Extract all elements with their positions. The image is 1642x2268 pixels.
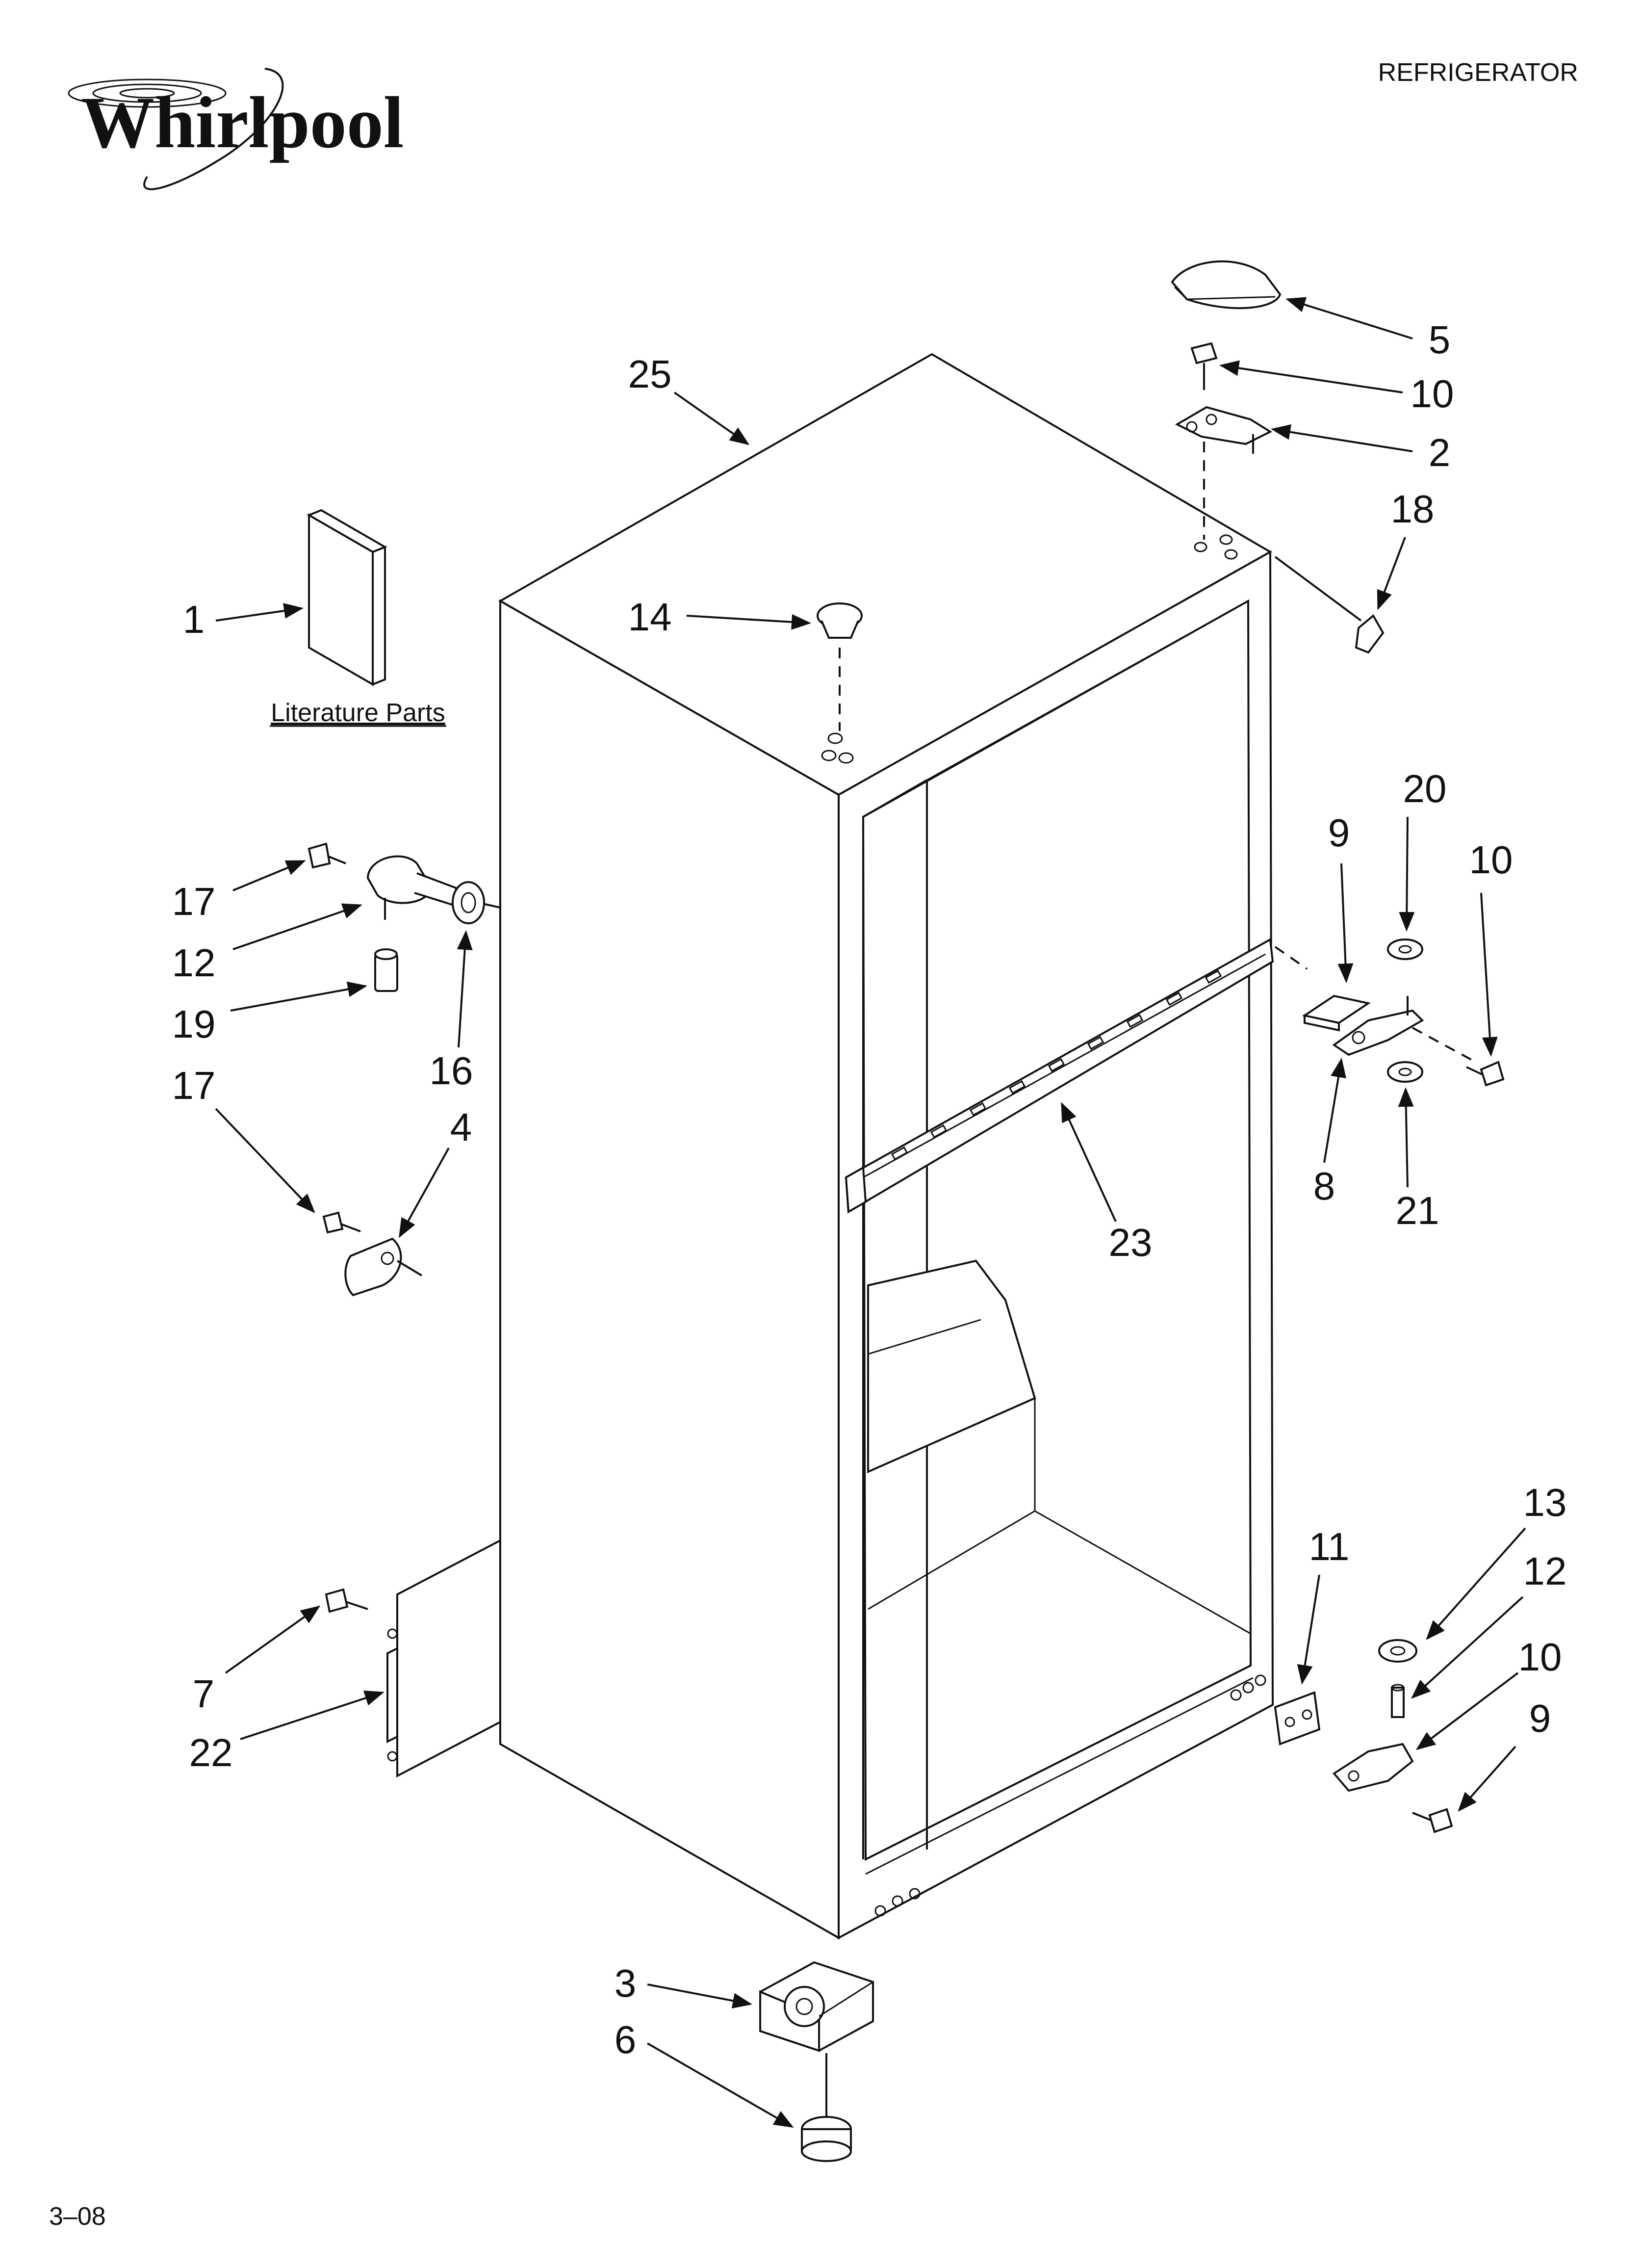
leader-11 xyxy=(1415,1672,1519,1750)
roller-assembly-3 xyxy=(759,1961,874,2052)
bushing-17 xyxy=(452,881,485,924)
callout-26: 25 xyxy=(628,352,672,396)
leader-20 xyxy=(1377,537,1406,610)
callout-10-top: 10 xyxy=(1411,372,1454,416)
leader-10-top xyxy=(1219,360,1403,393)
spacer-21 xyxy=(374,948,398,992)
leader-15 xyxy=(1426,1527,1526,1640)
callout-20: 18 xyxy=(1391,487,1435,531)
callout-8: 8 xyxy=(1313,1164,1335,1208)
shim-leader xyxy=(1274,556,1362,622)
callout-9-bottom: 9 xyxy=(1529,1696,1551,1740)
leader-19 xyxy=(232,860,306,891)
door-stop-screw-19 xyxy=(308,842,346,869)
top-hinge-cover xyxy=(1171,260,1282,310)
brand-name: Whirlpool xyxy=(81,82,404,163)
revision-code: 3–08 xyxy=(49,2202,106,2231)
leader-17 xyxy=(457,930,473,1048)
callout-5: 5 xyxy=(1429,318,1451,362)
callout-3: 3 xyxy=(615,1961,637,2005)
center-hinge-8 xyxy=(1332,996,1424,1056)
hinge-pin-bracket-14 xyxy=(366,855,458,920)
callout-12: 12 xyxy=(1523,1549,1567,1593)
shim-13 xyxy=(1274,1691,1321,1746)
leader-2 xyxy=(1271,424,1413,452)
leader-7 xyxy=(225,1605,321,1674)
washer-22 xyxy=(1387,938,1423,960)
leader-24 xyxy=(240,1691,385,1740)
leader-9-middle xyxy=(1337,863,1354,983)
literature-booklet xyxy=(307,509,387,686)
leader-1 xyxy=(215,603,304,622)
screw-7 xyxy=(325,1588,368,1613)
literature-parts-caption: Literature Parts xyxy=(271,699,445,727)
hinge-shim xyxy=(1355,614,1385,654)
callout-labels: 25 1 14 5 10 2 18 17 12 19 16 17 4 9 20 … xyxy=(172,318,1567,2061)
callout-17: 16 xyxy=(430,1049,473,1093)
leader-arrows xyxy=(215,297,1526,2128)
bottom-hinge-screw-9 xyxy=(1412,1808,1453,1833)
leader-3 xyxy=(647,1983,752,2008)
callout-13: 11 xyxy=(1308,1525,1349,1568)
leveling-leg-6 xyxy=(801,2053,852,2162)
callout-16: 14 xyxy=(628,595,672,639)
callout-6: 6 xyxy=(615,2018,637,2061)
leader-22 xyxy=(1399,816,1415,932)
leader-26 xyxy=(673,391,750,445)
top-plug xyxy=(817,602,863,639)
screw-18 xyxy=(322,1211,361,1234)
callout-19: 17 xyxy=(172,880,216,923)
clamp-4 xyxy=(344,1237,402,1297)
leader-5 xyxy=(1285,297,1413,339)
clamp-lead-line xyxy=(396,1260,423,1277)
top-hinge-screw xyxy=(1190,342,1218,390)
callout-2: 2 xyxy=(1429,431,1451,474)
callout-25: 23 xyxy=(1109,1221,1153,1264)
callout-21: 19 xyxy=(172,1002,216,1046)
center-hinge-screw-10 xyxy=(1466,1061,1505,1087)
callout-7: 7 xyxy=(193,1672,215,1716)
leader-8 xyxy=(1323,1058,1346,1163)
callout-15: 13 xyxy=(1523,1481,1567,1524)
whirlpool-logo: Whirlpool xyxy=(68,68,404,190)
refrigerator-cabinet xyxy=(498,353,1274,1940)
leader-25 xyxy=(1061,1102,1117,1222)
leader-10-middle xyxy=(1480,892,1498,1057)
washer-15 xyxy=(1378,1639,1417,1663)
center-divider-rail xyxy=(845,938,1274,1214)
callout-10-middle: 10 xyxy=(1469,838,1513,882)
leader-16 xyxy=(686,614,811,630)
hinge-pin-12 xyxy=(1391,1684,1405,1718)
leader-12 xyxy=(1411,1596,1524,1699)
callout-18: 17 xyxy=(172,1064,216,1107)
bottom-hinge-11 xyxy=(1332,1743,1414,1792)
leader-23 xyxy=(1398,1087,1414,1188)
washer-23 xyxy=(1387,1061,1423,1083)
appliance-type-title: REFRIGERATOR xyxy=(1378,58,1578,87)
callout-14: 12 xyxy=(172,941,216,985)
leader-6 xyxy=(647,2042,794,2128)
center-hinge-align-line xyxy=(1274,946,1308,970)
leader-18 xyxy=(215,1108,315,1213)
callout-11: 10 xyxy=(1518,1635,1562,1679)
center-hinge-screw-line xyxy=(1412,1027,1472,1061)
center-hinge-plate-9 xyxy=(1302,994,1371,1032)
toe-grille-bracket xyxy=(386,1538,501,1778)
callout-22: 20 xyxy=(1403,767,1447,810)
leader-9-bottom xyxy=(1458,1746,1516,1812)
leader-21 xyxy=(230,981,367,1012)
callout-24: 22 xyxy=(189,1731,233,1774)
leader-4 xyxy=(399,1147,450,1238)
callout-9-middle: 9 xyxy=(1328,811,1350,855)
callout-23: 21 xyxy=(1396,1189,1439,1232)
callout-4: 4 xyxy=(450,1105,472,1149)
leader-14 xyxy=(232,903,362,950)
top-hinge-bracket xyxy=(1175,406,1273,454)
leader-13 xyxy=(1297,1574,1320,1685)
callout-1: 1 xyxy=(183,598,205,641)
